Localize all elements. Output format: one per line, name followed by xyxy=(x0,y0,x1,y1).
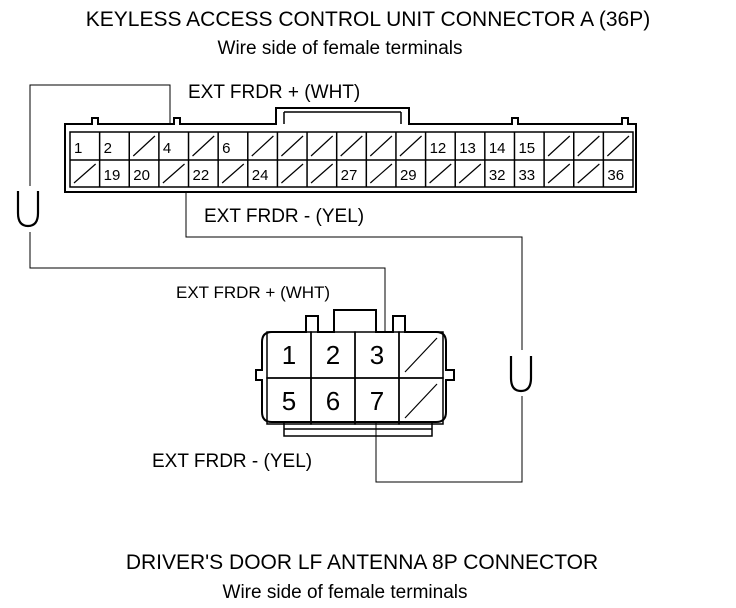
connector-a-empty-cavity xyxy=(192,135,215,157)
connector-a-subtitle: Wire side of female terminals xyxy=(218,38,463,59)
connector-b-terminal-2: 2 xyxy=(326,340,340,370)
connector-a-terminal-13: 13 xyxy=(459,140,476,157)
connector-a-terminal-12: 12 xyxy=(430,140,447,157)
connector-a-terminal-4: 4 xyxy=(163,140,171,157)
connector-a-empty-cavity xyxy=(281,163,304,184)
connector-a-terminal-32: 32 xyxy=(489,167,506,184)
connector-b-subtitle: Wire side of female terminals xyxy=(223,582,468,603)
connector-b-terminal-3: 3 xyxy=(370,340,384,370)
connector-a-terminal-14: 14 xyxy=(489,140,506,157)
connector-b-terminal-7: 7 xyxy=(370,386,384,416)
connector-a-empty-cavity xyxy=(281,135,304,157)
connector-a-housing xyxy=(64,107,637,193)
connector-a-terminal-27: 27 xyxy=(341,167,358,184)
connector-a-empty-cavity xyxy=(73,163,97,184)
connector-a-title: KEYLESS ACCESS CONTROL UNIT CONNECTOR A … xyxy=(86,8,650,31)
wire-label-a-minus: EXT FRDR - (YEL) xyxy=(204,206,364,227)
connector-a-terminal-15: 15 xyxy=(518,140,535,157)
connector-a-empty-cavity xyxy=(577,135,600,157)
connector-a-empty-cavity xyxy=(369,163,393,184)
connector-a-empty-cavity xyxy=(310,163,334,184)
connector-a-empty-cavity xyxy=(369,135,393,157)
connector-a-empty-cavity xyxy=(429,163,452,184)
connector-a-empty-cavity xyxy=(577,163,600,184)
connector-b-terminal-1: 1 xyxy=(282,340,296,370)
connector-b-title: DRIVER'S DOOR LF ANTENNA 8P CONNECTOR xyxy=(126,551,598,574)
connector-a-empty-cavity xyxy=(132,135,156,157)
connector-a-empty-cavity xyxy=(458,163,482,184)
connector-a-empty-cavity xyxy=(340,135,363,157)
connector-a-empty-cavity xyxy=(251,135,274,157)
connector-a-bottom-row: 19 20 22 24 27 29 32 33 36 xyxy=(73,160,624,187)
connector-a-empty-cavity xyxy=(547,163,571,184)
continued-u-symbol-right xyxy=(509,356,533,393)
connector-b-empty-cavity xyxy=(404,337,438,373)
connector-a-terminal-20: 20 xyxy=(133,167,150,184)
connector-a-terminal-22: 22 xyxy=(193,167,210,184)
connector-a-empty-cavity xyxy=(310,135,334,157)
wire-label-a-plus: EXT FRDR + (WHT) xyxy=(188,82,360,103)
connector-a-terminal-1: 1 xyxy=(74,140,82,157)
connector-b-terminal-5: 5 xyxy=(282,386,296,416)
connector-a-terminal-29: 29 xyxy=(400,167,417,184)
connector-a-terminal-19: 19 xyxy=(104,167,121,184)
wire-ext-frdr-minus xyxy=(185,164,523,483)
wire-label-b-plus: EXT FRDR + (WHT) xyxy=(176,283,330,302)
connector-a-empty-cavity xyxy=(221,163,245,184)
wire-label-b-minus: EXT FRDR - (YEL) xyxy=(152,451,312,472)
connector-a-empty-cavity xyxy=(547,135,571,157)
connector-a-empty-cavity xyxy=(162,163,185,184)
continued-u-symbol-left xyxy=(16,191,40,228)
connector-b-empty-cavity xyxy=(404,383,438,419)
connector-a-terminal-33: 33 xyxy=(518,167,535,184)
connector-a-empty-cavity xyxy=(606,135,630,157)
connector-b-terminal-6: 6 xyxy=(326,386,340,416)
connector-a-terminal-6: 6 xyxy=(222,140,230,157)
connector-a-empty-cavity xyxy=(399,135,422,157)
wire-ext-frdr-plus xyxy=(29,84,386,332)
connector-a-terminal-2: 2 xyxy=(104,140,112,157)
connector-a-terminal-36: 36 xyxy=(607,167,624,184)
connector-a-terminal-24: 24 xyxy=(252,167,269,184)
